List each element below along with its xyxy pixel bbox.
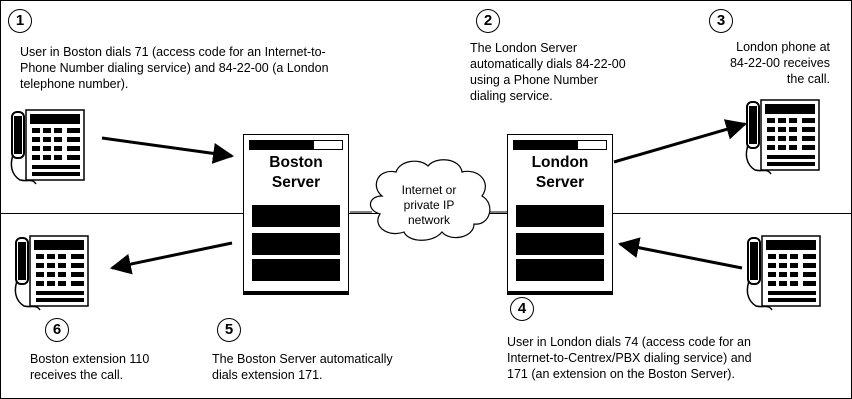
step-5-text: The Boston Server automatically dials ex… [212, 352, 393, 382]
cloud-line: Internet or [401, 183, 457, 197]
step-4-text: User in London dials 74 (access code for… [507, 335, 752, 381]
boston-server: Boston Server [243, 134, 349, 295]
step-5-badge: 5 [217, 318, 241, 342]
london-receiver-phone-icon [745, 99, 820, 175]
arrow-london-phone-to-server [617, 237, 743, 270]
step-1-badge: 1 [8, 9, 32, 33]
boston-server-label: Boston Server [269, 154, 323, 191]
network-cloud-label: Internet or private IP network [389, 183, 469, 228]
boston-extension-phone-icon [14, 235, 89, 311]
step-3-badge: 3 [709, 9, 733, 33]
arrow-boston-phone-to-server [101, 136, 235, 164]
london-server-label: London Server [531, 154, 589, 191]
step-3-text: London phone at 84-22-00 receives the ca… [729, 40, 830, 86]
london-server: London Server [507, 134, 613, 295]
step-6-badge: 6 [45, 318, 69, 342]
network-cloud-icon [369, 159, 491, 241]
step-4-badge: 4 [510, 297, 534, 321]
cloud-line: private IP [403, 198, 455, 212]
arrow-london-server-to-phone [613, 119, 748, 164]
london-caller-phone-icon [746, 235, 821, 311]
step-2-text: The London Server automatically dials 84… [470, 41, 626, 103]
step-2-badge: 2 [476, 9, 500, 33]
step-6-text: Boston extension 110 receives the call. [30, 352, 150, 382]
cloud-line: network [407, 213, 451, 227]
boston-caller-phone-icon [10, 109, 85, 185]
arrow-boston-server-to-extension [109, 241, 233, 275]
step-1-text: User in Boston dials 71 (access code for… [20, 45, 329, 91]
